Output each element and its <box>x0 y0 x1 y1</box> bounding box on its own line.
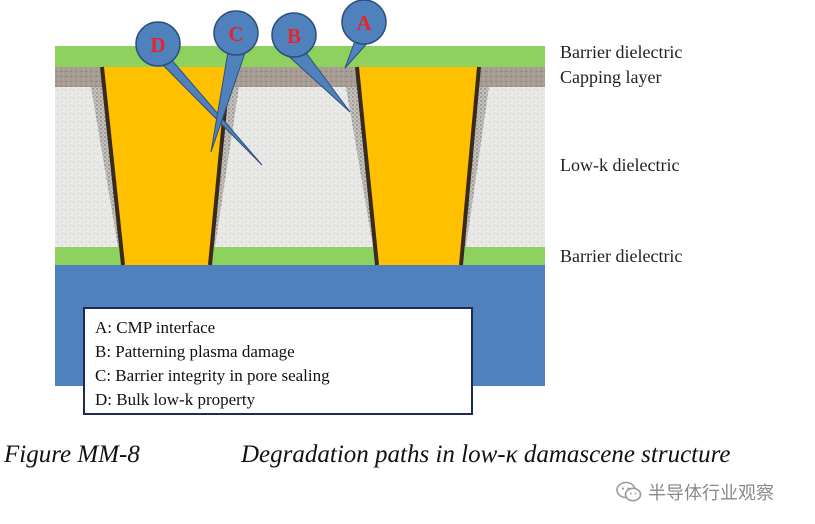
legend-item-c: C: Barrier integrity in pore sealing <box>95 366 330 385</box>
legend-item-d: D: Bulk low-k property <box>95 390 256 409</box>
callout-b: B <box>271 12 351 113</box>
label-lowk: Low-k dielectric <box>560 155 680 175</box>
wechat-icon <box>616 481 642 502</box>
callout-d: D <box>135 21 263 166</box>
label-barrier-top: Barrier dielectric <box>560 42 683 62</box>
callout-b-label: B <box>287 24 301 48</box>
callout-a: A <box>341 0 387 69</box>
callout-c: C <box>210 10 259 153</box>
callout-d-label: D <box>150 33 165 57</box>
figure-number: Figure MM-8 <box>4 441 140 468</box>
legend-item-b: B: Patterning plasma damage <box>95 342 295 361</box>
callout-c-label: C <box>228 22 243 46</box>
legend-item-a: A: CMP interface <box>95 318 216 337</box>
watermark: 半导体行业观察 <box>616 479 774 505</box>
label-capping: Capping layer <box>560 67 662 87</box>
figure-title: Degradation paths in low-κ damascene str… <box>241 441 731 468</box>
callout-a-label: A <box>356 11 372 35</box>
watermark-text: 半导体行业观察 <box>648 483 774 504</box>
label-barrier-bottom: Barrier dielectric <box>560 246 683 266</box>
liner <box>100 66 125 266</box>
liner <box>459 66 481 266</box>
copper-trench-right <box>357 67 479 265</box>
copper-trench-left <box>102 67 229 265</box>
liner <box>355 66 379 266</box>
legend-box: A: CMP interface B: Patterning plasma da… <box>83 307 473 415</box>
